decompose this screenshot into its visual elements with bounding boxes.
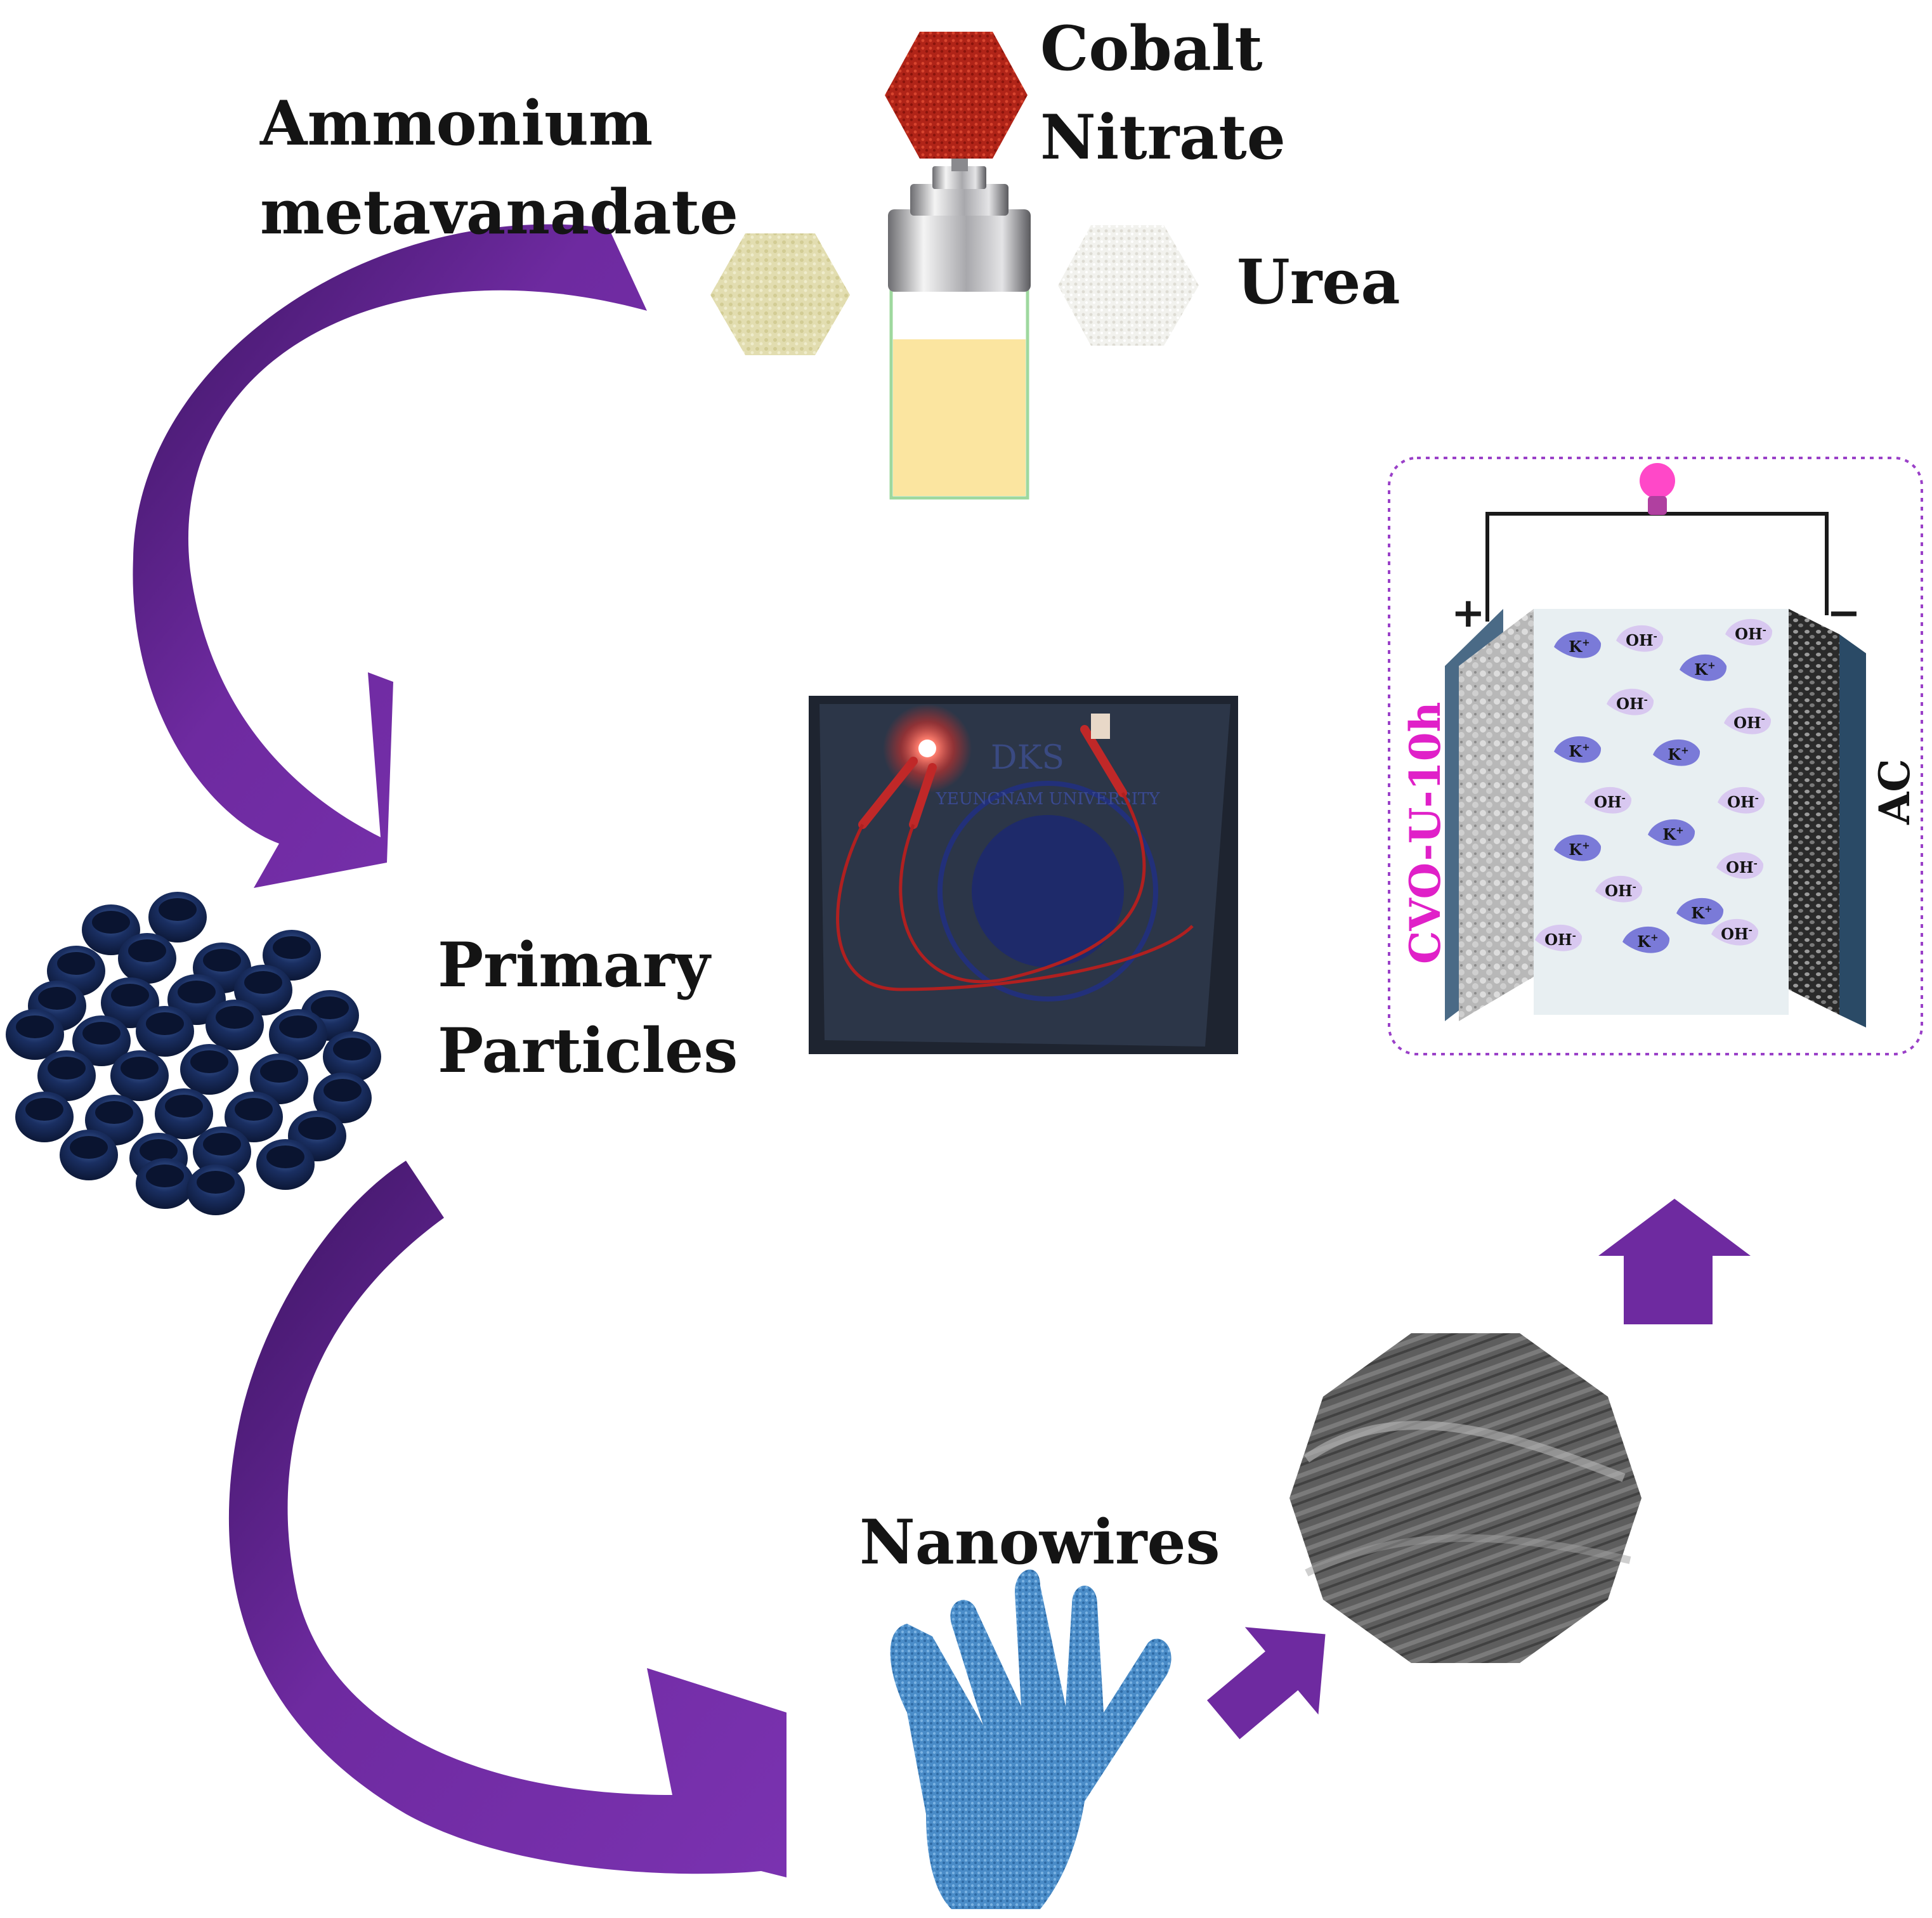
oh-ion: OH-: [1725, 618, 1773, 646]
particle-bead: [269, 1009, 327, 1060]
k-ion: K+: [1554, 736, 1602, 763]
ion-label: OH-: [1735, 624, 1766, 643]
process-arrow-1: [133, 224, 647, 888]
oh-ion: OH-: [1711, 918, 1759, 946]
particle-bead: [6, 1009, 64, 1060]
oh-ion: OH-: [1716, 852, 1764, 879]
particle-bead: [148, 892, 207, 943]
arrow-to-sem: [1207, 1627, 1326, 1740]
particle-bead: [60, 1130, 118, 1180]
ion-label: OH-: [1727, 792, 1759, 811]
cvo-electrode-label: CVO-U-10h: [1400, 702, 1450, 965]
cobalt-nitrate-powder: [885, 32, 1028, 159]
particle-bead: [225, 1092, 283, 1142]
label-ammonium-2: metavanadate: [260, 176, 738, 248]
photo-badge-text: DKS: [991, 739, 1064, 777]
particle-bead: [256, 1139, 315, 1190]
particle-bead: [72, 1015, 131, 1066]
k-ion: K+: [1648, 819, 1695, 846]
urea-powder: [1058, 225, 1199, 346]
process-arrow-2: [228, 1161, 787, 1877]
label-primary-2: Particles: [438, 1015, 738, 1086]
label-ammonium-1: Ammonium: [259, 88, 653, 159]
electrolyte-ions: K+OH-OH-K+OH-OH-K+K+OH-OH-K+K+OH-OH-K+OH…: [1535, 618, 1773, 953]
label-primary-1: Primary: [438, 929, 712, 1001]
k-ion: K+: [1554, 631, 1602, 658]
k-ion: K+: [1622, 926, 1670, 953]
label-cobalt-1: Cobalt: [1040, 13, 1263, 84]
label-nanowires: Nanowires: [859, 1506, 1220, 1578]
particle-bead: [136, 1006, 194, 1057]
sem-image: [1289, 1333, 1642, 1663]
particle-bead: [193, 1126, 251, 1177]
particle-bead: [118, 933, 176, 984]
k-ion: K+: [1653, 739, 1700, 766]
oh-ion: OH-: [1616, 625, 1664, 652]
supercapacitor-cell: + − CVO-U-10h AC K+OH-OH-K+OH-OH-K+K+OH-…: [1388, 457, 1923, 1055]
particle-bead: [313, 1073, 372, 1123]
negative-terminal: −: [1827, 590, 1861, 637]
k-ion: K+: [1680, 654, 1727, 681]
ion-label: OH-: [1594, 792, 1626, 811]
particle-bead: [250, 1054, 308, 1104]
particle-bead: [186, 1164, 245, 1215]
oh-ion: OH-: [1607, 688, 1654, 715]
oh-ion: OH-: [1535, 924, 1583, 951]
particle-bead: [155, 1088, 213, 1139]
k-ion: K+: [1676, 897, 1724, 925]
particle-bead: [323, 1031, 381, 1082]
ion-label: OH-: [1626, 630, 1657, 649]
particle-bead: [110, 1050, 169, 1101]
primary-particles: [6, 892, 381, 1215]
particle-bead: [206, 1000, 264, 1050]
oh-ion: OH-: [1584, 786, 1632, 814]
particle-bead: [180, 1044, 238, 1095]
label-urea: Urea: [1237, 246, 1400, 318]
particle-bead: [15, 1092, 74, 1142]
k-ion: K+: [1554, 834, 1602, 861]
ion-label: OH-: [1721, 924, 1753, 943]
arrow-to-cell: [1598, 1199, 1751, 1324]
ion-label: OH-: [1726, 858, 1758, 877]
ion-label: OH-: [1544, 930, 1576, 949]
ion-label: OH-: [1616, 694, 1648, 713]
oh-ion: OH-: [1595, 875, 1643, 903]
particle-bead: [37, 1050, 96, 1101]
led-demo-photo: YEUNGNAM UNIVERSITY DKS: [809, 696, 1238, 1054]
oh-ion: OH-: [1724, 707, 1772, 734]
ac-electrode-label: AC: [1870, 759, 1919, 825]
autoclave-vial: [888, 159, 1031, 500]
nanowire-cluster: [890, 1569, 1172, 1909]
oh-ion: OH-: [1718, 786, 1765, 814]
ion-label: OH-: [1733, 713, 1765, 732]
bulb-icon: [1640, 463, 1675, 499]
particle-bead: [136, 1158, 194, 1209]
positive-terminal: +: [1451, 590, 1485, 637]
label-cobalt-2: Nitrate: [1040, 101, 1286, 173]
ion-label: OH-: [1605, 881, 1636, 900]
ammonium-metavanadate-powder: [710, 233, 850, 355]
